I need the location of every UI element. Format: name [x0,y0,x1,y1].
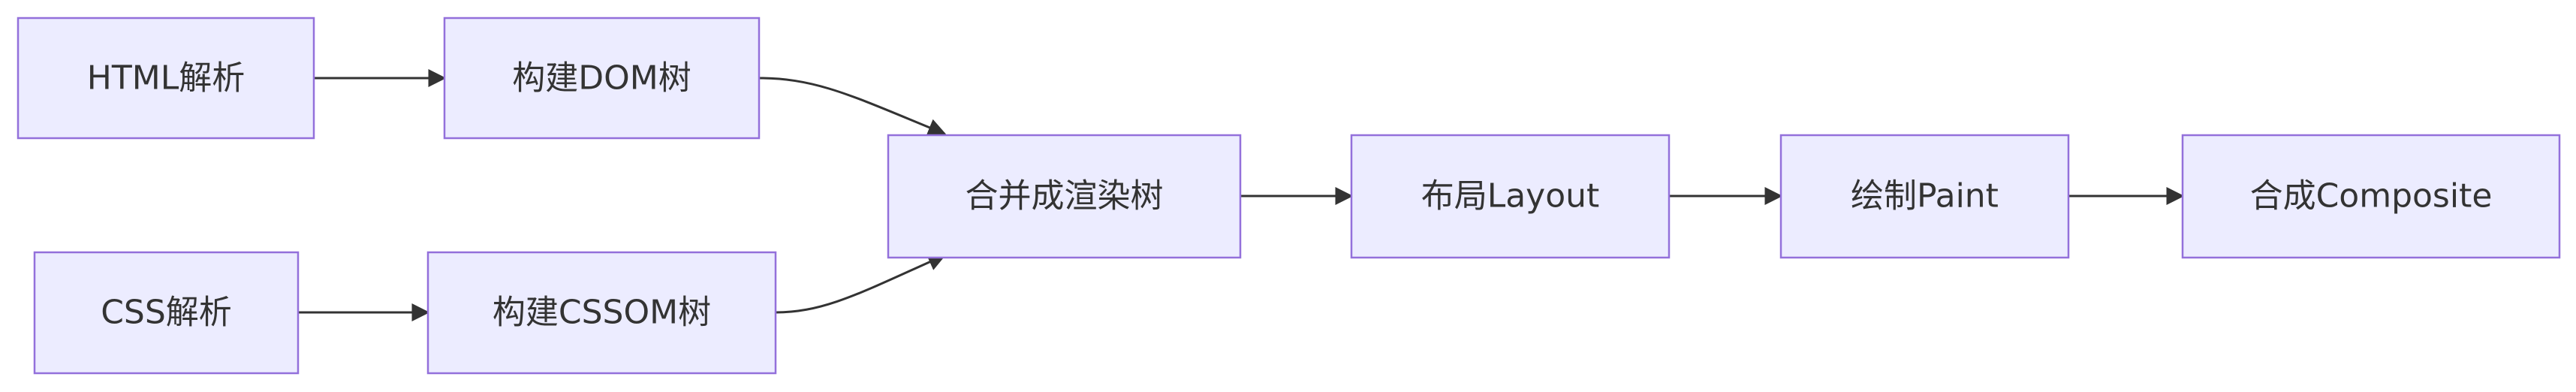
node-label-paint: 绘制Paint [1851,177,1999,216]
node-render-tree: 合并成渲染树 [887,134,1242,259]
node-paint: 绘制Paint [1779,134,2070,259]
node-composite: 合成Composite [2181,134,2561,259]
edges [298,69,2185,321]
node-label-css-parse: CSS解析 [101,294,232,332]
node-label-layout: 布局Layout [1421,177,1600,216]
node-label-build-dom: 构建DOM树 [512,59,691,98]
node-build-dom: 构建DOM树 [443,17,761,140]
node-layout: 布局Layout [1350,134,1671,259]
node-label-html-parse: HTML解析 [87,59,245,98]
edge-build-cssom-to-render-tree [775,253,947,314]
edge-build-dom-to-render-tree [758,77,947,136]
node-css-parse: CSS解析 [33,251,300,375]
node-label-build-cssom: 构建CSSOM树 [493,294,711,332]
node-label-composite: 合成Composite [2250,177,2493,216]
node-build-cssom: 构建CSSOM树 [426,251,777,375]
node-label-render-tree: 合并成渲染树 [966,177,1164,216]
node-html-parse: HTML解析 [17,17,315,140]
